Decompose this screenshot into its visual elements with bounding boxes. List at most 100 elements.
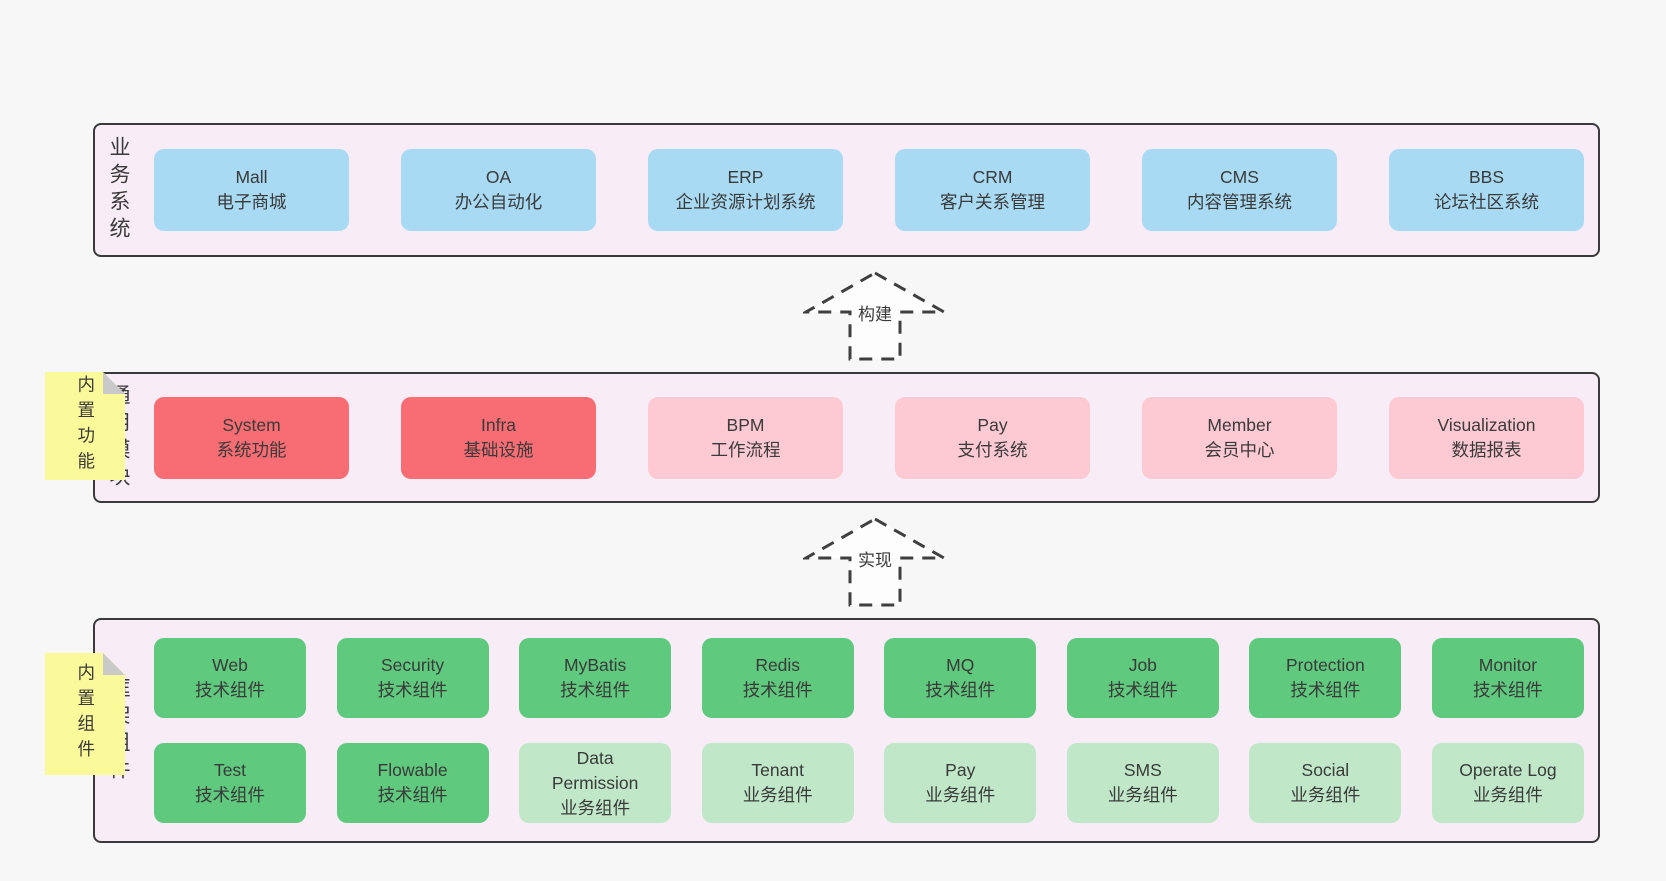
- box-subtitle: 业务组件: [742, 785, 813, 805]
- box-subtitle: 系统功能: [216, 439, 287, 460]
- box-monitor: Monitor 技术组件: [1431, 638, 1584, 718]
- sticky-note-built-in-components: 内置组件: [45, 653, 125, 775]
- box-subtitle: 技术组件: [925, 680, 996, 700]
- box-pay-system: Pay 支付系统: [895, 396, 1090, 479]
- box-security: Security 技术组件: [336, 638, 489, 718]
- panel-business-systems: 业务系统 Mall 电子商城 OA 办公自动化 ERP 企业资源计划系统 CRM…: [93, 123, 1600, 257]
- build-arrow: 构建: [803, 270, 947, 362]
- box-tenant: Tenant 业务组件: [701, 743, 854, 823]
- box-subtitle: 技术组件: [1290, 680, 1361, 700]
- box-subtitle: 技术组件: [1472, 680, 1543, 700]
- build-arrow-label: 构建: [858, 305, 892, 324]
- box-sms: SMS 业务组件: [1066, 743, 1219, 823]
- box-title: Test: [213, 760, 247, 780]
- box-oa: OA 办公自动化: [401, 149, 596, 231]
- box-subtitle: 业务组件: [1290, 785, 1361, 805]
- implement-arrow: 实现: [803, 516, 947, 608]
- box-redis: Redis 技术组件: [701, 638, 854, 718]
- box-title: Job: [1128, 655, 1157, 675]
- panel-label-business-systems: 业务系统: [107, 136, 130, 244]
- box-title: Tenant: [751, 760, 804, 780]
- box-subtitle: 客户关系管理: [940, 192, 1045, 212]
- panel-framework-components: 框架组件 Web 技术组件 Security 技术组件 MyBatis 技术组件…: [93, 618, 1600, 843]
- box-subtitle: 业务组件: [1107, 785, 1178, 805]
- box-visualization: Visualization 数据报表: [1389, 396, 1584, 479]
- box-protection: Protection 技术组件: [1249, 638, 1402, 718]
- common-modules-boxes: System 系统功能 Infra 基础设施 BPM 工作流程 Pay 支付系统…: [129, 396, 1598, 479]
- box-title: Flowable: [377, 760, 448, 780]
- box-title: BBS: [1468, 167, 1505, 187]
- box-subtitle: 企业资源计划系统: [675, 192, 816, 212]
- dashed-up-arrow-icon: [803, 517, 947, 607]
- box-erp: ERP 企业资源计划系统: [648, 149, 843, 231]
- box-subtitle: 技术组件: [377, 680, 448, 700]
- box-title: BPM: [726, 414, 765, 435]
- box-title: SMS: [1123, 760, 1162, 780]
- box-subtitle: 办公自动化: [454, 192, 543, 212]
- box-title: OA: [485, 167, 512, 187]
- box-web: Web 技术组件: [154, 638, 306, 718]
- box-subtitle: 技术组件: [195, 785, 265, 805]
- box-title: System: [222, 414, 281, 435]
- box-operate-log: Operate Log 业务组件: [1431, 743, 1584, 823]
- box-subtitle: 数据报表: [1451, 439, 1522, 460]
- box-infra: Infra 基础设施: [401, 396, 596, 479]
- box-subtitle: 技术组件: [560, 680, 631, 700]
- box-job: Job 技术组件: [1066, 638, 1219, 718]
- box-subtitle: 基础设施: [463, 439, 534, 460]
- box-title: CMS: [1220, 167, 1259, 187]
- box-title: MyBatis: [564, 655, 627, 675]
- box-subtitle: 业务组件: [925, 785, 996, 805]
- box-title: Member: [1207, 414, 1272, 435]
- box-system: System 系统功能: [154, 396, 349, 479]
- box-flowable: Flowable 技术组件: [336, 743, 489, 823]
- box-title: Pay: [945, 760, 976, 780]
- panel-common-modules: 通用模块 System 系统功能 Infra 基础设施 BPM 工作流程 Pay…: [93, 372, 1600, 503]
- box-title: Protection: [1285, 655, 1365, 675]
- framework-components-rows: Web 技术组件 Security 技术组件 MyBatis 技术组件 Redi…: [129, 638, 1598, 823]
- dashed-up-arrow-icon: [803, 271, 947, 361]
- box-bbs: BBS 论坛社区系统: [1389, 149, 1584, 231]
- box-title: Pay: [977, 414, 1008, 435]
- box-title: Redis: [755, 655, 801, 675]
- box-title: Web: [212, 655, 248, 675]
- box-social: Social 业务组件: [1249, 743, 1402, 823]
- box-subtitle: 技术组件: [195, 680, 265, 700]
- box-subtitle: 电子商城: [216, 192, 287, 212]
- box-title: MQ: [946, 655, 975, 675]
- box-subtitle: 业务组件: [1472, 785, 1543, 805]
- business-systems-boxes: Mall 电子商城 OA 办公自动化 ERP 企业资源计划系统 CRM 客户关系…: [129, 149, 1598, 231]
- implement-arrow-label: 实现: [858, 551, 892, 570]
- box-subtitle: 技术组件: [377, 785, 448, 805]
- note-label: 内置组件: [75, 663, 96, 765]
- box-mybatis: MyBatis 技术组件: [519, 638, 672, 718]
- box-mall: Mall 电子商城: [154, 149, 349, 231]
- box-pay-component: Pay 业务组件: [884, 743, 1037, 823]
- note-label: 内置功能: [75, 375, 96, 477]
- box-cms: CMS 内容管理系统: [1142, 149, 1337, 231]
- box-subtitle: 业务组件: [560, 797, 631, 818]
- box-title: Operate Log: [1459, 760, 1557, 780]
- framework-row-2: Test 技术组件 Flowable 技术组件 Data Permission …: [154, 743, 1584, 823]
- box-title: Data Permission: [551, 747, 639, 793]
- box-subtitle: 支付系统: [957, 439, 1028, 460]
- sticky-note-built-in-features: 内置功能: [45, 372, 125, 480]
- box-test: Test 技术组件: [154, 743, 306, 823]
- box-title: Infra: [480, 414, 517, 435]
- box-member: Member 会员中心: [1142, 396, 1337, 479]
- box-title: Social: [1301, 760, 1350, 780]
- box-data-permission: Data Permission 业务组件: [519, 743, 672, 823]
- box-subtitle: 技术组件: [742, 680, 813, 700]
- box-title: CRM: [972, 167, 1013, 187]
- box-subtitle: 论坛社区系统: [1434, 192, 1539, 212]
- box-title: Monitor: [1478, 655, 1538, 675]
- box-title: Mall: [235, 167, 268, 187]
- box-crm: CRM 客户关系管理: [895, 149, 1090, 231]
- box-mq: MQ 技术组件: [884, 638, 1037, 718]
- box-title: Security: [380, 655, 445, 675]
- box-subtitle: 内容管理系统: [1187, 192, 1292, 212]
- box-bpm: BPM 工作流程: [648, 396, 843, 479]
- box-subtitle: 工作流程: [710, 439, 781, 460]
- box-title: Visualization: [1437, 414, 1536, 435]
